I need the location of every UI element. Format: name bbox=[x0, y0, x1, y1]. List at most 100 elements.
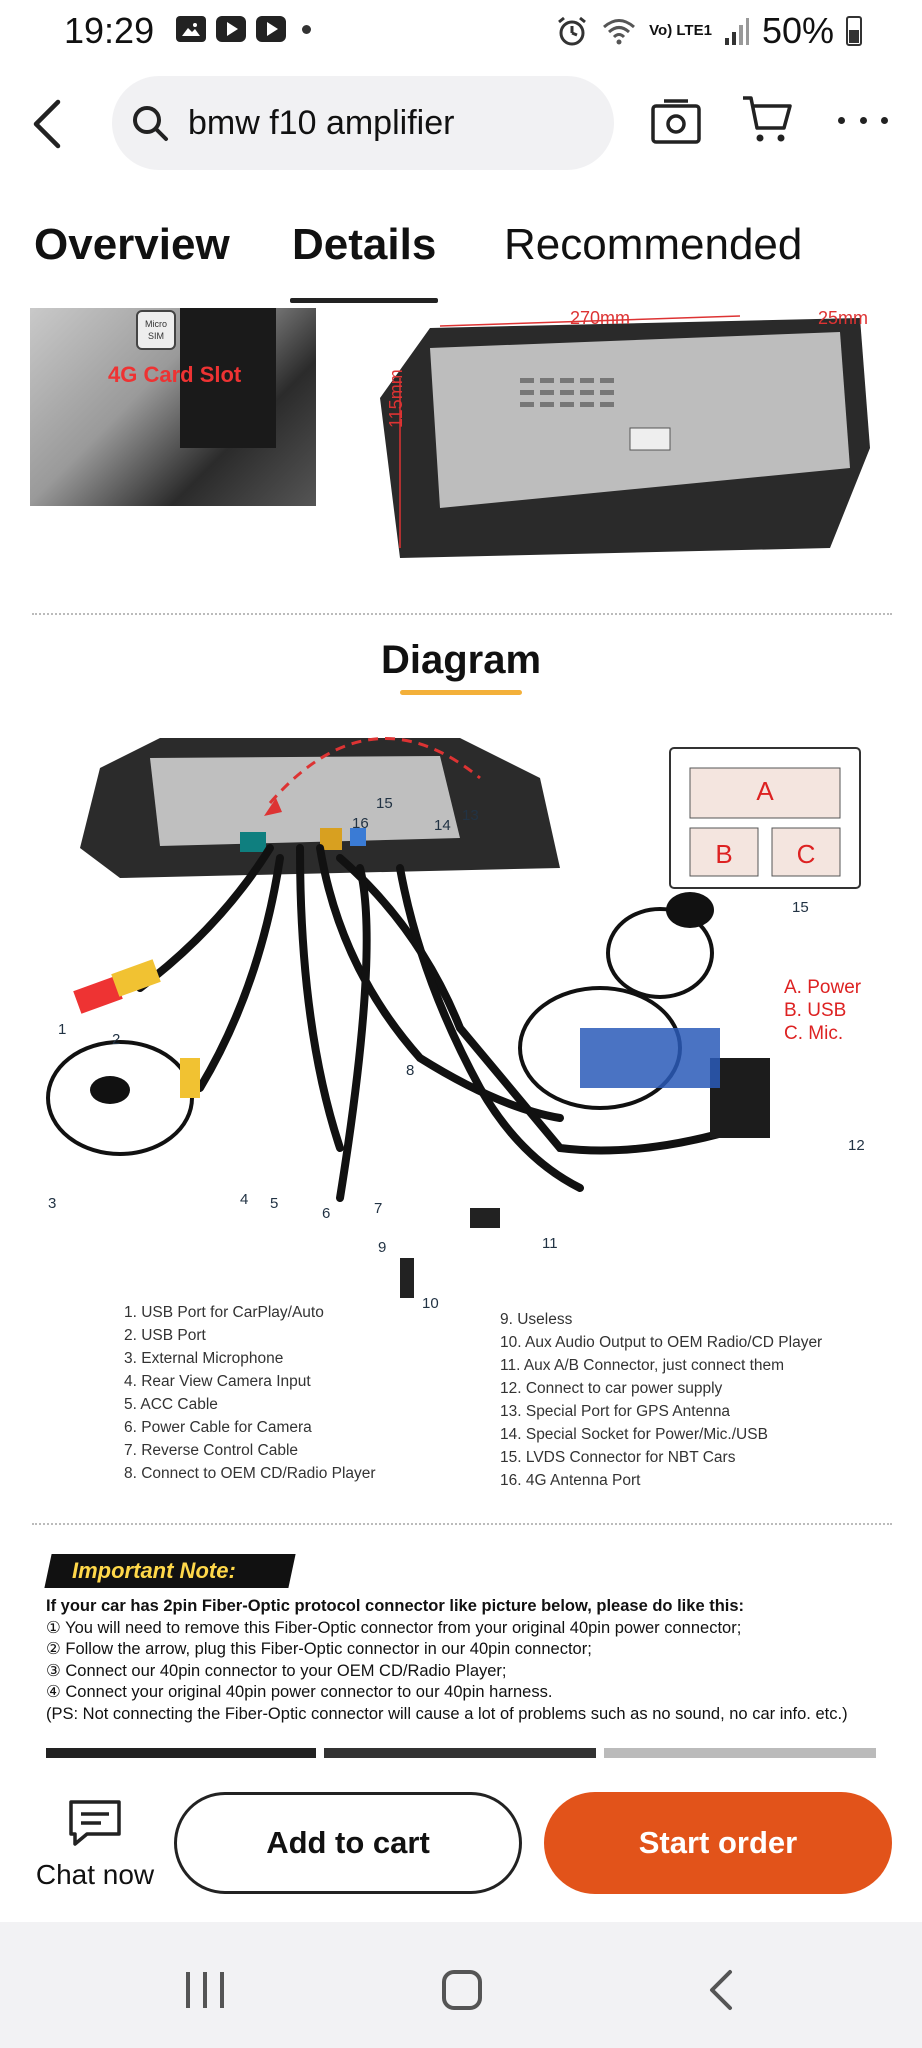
chat-now-button[interactable]: Chat now bbox=[30, 1798, 160, 1891]
legend-item-16: 16. 4G Antenna Port bbox=[500, 1472, 641, 1489]
photo-thumbnail bbox=[324, 1748, 596, 1758]
legend-item-3: 3. External Microphone bbox=[124, 1350, 284, 1367]
recent-apps-icon[interactable] bbox=[186, 1972, 224, 2008]
legend-item-4: 4. Rear View Camera Input bbox=[124, 1373, 311, 1390]
search-icon bbox=[133, 106, 168, 141]
recents-bar bbox=[203, 1972, 207, 2008]
connector-label-a: A bbox=[756, 776, 774, 806]
legend-b-usb: B. USB bbox=[784, 1000, 847, 1021]
card-slot-label: 4G Card Slot bbox=[108, 362, 242, 387]
port-number-2: 2 bbox=[112, 1031, 120, 1048]
youtube-icon-2 bbox=[256, 16, 286, 42]
important-note-title: Important Note: bbox=[72, 1558, 236, 1583]
search-query-text: bmw f10 amplifier bbox=[188, 103, 455, 142]
port-number-9: 9 bbox=[378, 1239, 386, 1256]
back-nav-icon[interactable] bbox=[706, 1968, 736, 2012]
status-time: 19:29 bbox=[64, 10, 155, 51]
recents-bar bbox=[220, 1972, 224, 2008]
product-details-content[interactable]: Micro SIM 4G Card Slot 270mm 25mm 115mm … bbox=[0, 308, 922, 1758]
legend-c-mic: C. Mic. bbox=[784, 1023, 844, 1044]
port-number-15-connector: 15 bbox=[792, 899, 809, 916]
photo-thumbnail bbox=[46, 1748, 316, 1758]
legend-item-2: 2. USB Port bbox=[124, 1327, 206, 1344]
legend-item-8: 8. Connect to OEM CD/Radio Player bbox=[124, 1465, 376, 1482]
chat-icon bbox=[69, 1800, 121, 1846]
battery-percent: 50% bbox=[761, 10, 834, 51]
micro-sim-label: Micro SIM bbox=[136, 310, 176, 350]
note-line-3: ③ Connect our 40pin connector to your OE… bbox=[46, 1661, 507, 1680]
search-header: bmw f10 amplifier bbox=[0, 70, 922, 180]
head-unit-photo bbox=[380, 315, 870, 558]
sim-slot-photo: Micro SIM 4G Card Slot bbox=[30, 308, 316, 506]
battery-icon bbox=[846, 16, 862, 46]
alarm-icon bbox=[558, 16, 587, 46]
diagram-title: Diagram bbox=[380, 638, 542, 682]
dot-icon bbox=[859, 116, 867, 124]
port-number-7: 7 bbox=[374, 1200, 382, 1217]
sim-slot bbox=[180, 308, 276, 448]
chevron-left-icon bbox=[33, 99, 61, 149]
note-line-4: ④ Connect your original 40pin power conn… bbox=[46, 1683, 553, 1701]
note-line-intro: If your car has 2pin Fiber-Optic protoco… bbox=[46, 1597, 745, 1615]
dimension-depth: 25mm bbox=[818, 308, 869, 328]
dot-icon bbox=[838, 116, 845, 124]
connector-abc-legend: A. Power B. USB C. Mic. bbox=[784, 976, 861, 1045]
image-search-camera-icon[interactable] bbox=[650, 96, 702, 146]
legend-a-power: A. Power bbox=[784, 977, 862, 998]
legend-item-12: 12. Connect to car power supply bbox=[500, 1380, 723, 1397]
connector-label-c: C bbox=[797, 839, 816, 869]
status-bar: 19:29 Vo) LTE1 50% bbox=[0, 0, 922, 62]
port-number-14: 14 bbox=[434, 817, 451, 834]
legend-item-9: 9. Useless bbox=[500, 1311, 573, 1328]
port-number-5: 5 bbox=[270, 1195, 278, 1212]
cart-icon[interactable] bbox=[740, 92, 794, 146]
start-order-button[interactable]: Start order bbox=[544, 1792, 892, 1894]
home-icon[interactable] bbox=[442, 1970, 482, 2010]
recents-bar bbox=[186, 1972, 190, 2008]
port-number-10: 10 bbox=[422, 1295, 439, 1308]
active-tab-indicator bbox=[290, 298, 438, 303]
chat-now-label: Chat now bbox=[35, 1859, 155, 1890]
port-number-15: 15 bbox=[376, 795, 393, 812]
legend-item-15: 15. LVDS Connector for NBT Cars bbox=[500, 1449, 736, 1466]
add-to-cart-button[interactable]: Add to cart bbox=[174, 1792, 522, 1894]
port-number-12: 12 bbox=[848, 1137, 865, 1154]
diagram-legend-left: 1. USB Port for CarPlay/Auto 2. USB Port… bbox=[124, 1301, 376, 1485]
status-right: Vo) LTE1 50% bbox=[555, 10, 862, 52]
system-navigation-bar bbox=[0, 1922, 922, 2048]
gallery-icon bbox=[176, 16, 206, 42]
legend-item-11: 11. Aux A/B Connector, just connect them bbox=[500, 1357, 785, 1374]
wiring-diagram: A B C 1 2 3 4 5 bbox=[46, 737, 865, 1308]
port-number-6: 6 bbox=[322, 1205, 330, 1222]
tab-recommended[interactable]: Recommended bbox=[504, 220, 803, 269]
product-tabs: Overview Details Recommended bbox=[0, 200, 922, 310]
search-input[interactable]: bmw f10 amplifier bbox=[112, 76, 614, 170]
photo-thumbnail bbox=[604, 1748, 876, 1758]
port-number-3: 3 bbox=[48, 1195, 56, 1212]
notification-icons bbox=[176, 16, 311, 42]
port-number-1: 1 bbox=[58, 1021, 66, 1038]
note-line-2: ② Follow the arrow, plug this Fiber-Opti… bbox=[46, 1640, 592, 1658]
dot-icon bbox=[881, 116, 888, 124]
network-label: Vo) LTE1 bbox=[649, 22, 712, 39]
legend-item-1: 1. USB Port for CarPlay/Auto bbox=[124, 1304, 324, 1321]
divider bbox=[32, 613, 892, 615]
wifi-icon bbox=[603, 19, 636, 45]
port-number-11: 11 bbox=[542, 1235, 558, 1252]
diagram-title-underline bbox=[400, 690, 522, 695]
legend-item-7: 7. Reverse Control Cable bbox=[124, 1442, 299, 1459]
legend-item-6: 6. Power Cable for Camera bbox=[124, 1419, 312, 1436]
dimension-height: 115mm bbox=[386, 369, 406, 428]
legend-item-10: 10. Aux Audio Output to OEM Radio/CD Pla… bbox=[500, 1334, 823, 1351]
legend-item-5: 5. ACC Cable bbox=[124, 1396, 218, 1413]
tab-details[interactable]: Details bbox=[292, 220, 437, 269]
more-options-button[interactable] bbox=[838, 100, 888, 140]
port-number-8: 8 bbox=[406, 1062, 414, 1079]
signal-icon bbox=[724, 18, 749, 45]
back-button[interactable] bbox=[26, 94, 66, 154]
tab-overview[interactable]: Overview bbox=[34, 220, 230, 269]
port-number-13: 13 bbox=[462, 807, 479, 824]
bottom-action-bar: Chat now Add to cart Start order bbox=[0, 1758, 922, 1922]
youtube-icon bbox=[216, 16, 246, 42]
divider bbox=[32, 1523, 892, 1525]
